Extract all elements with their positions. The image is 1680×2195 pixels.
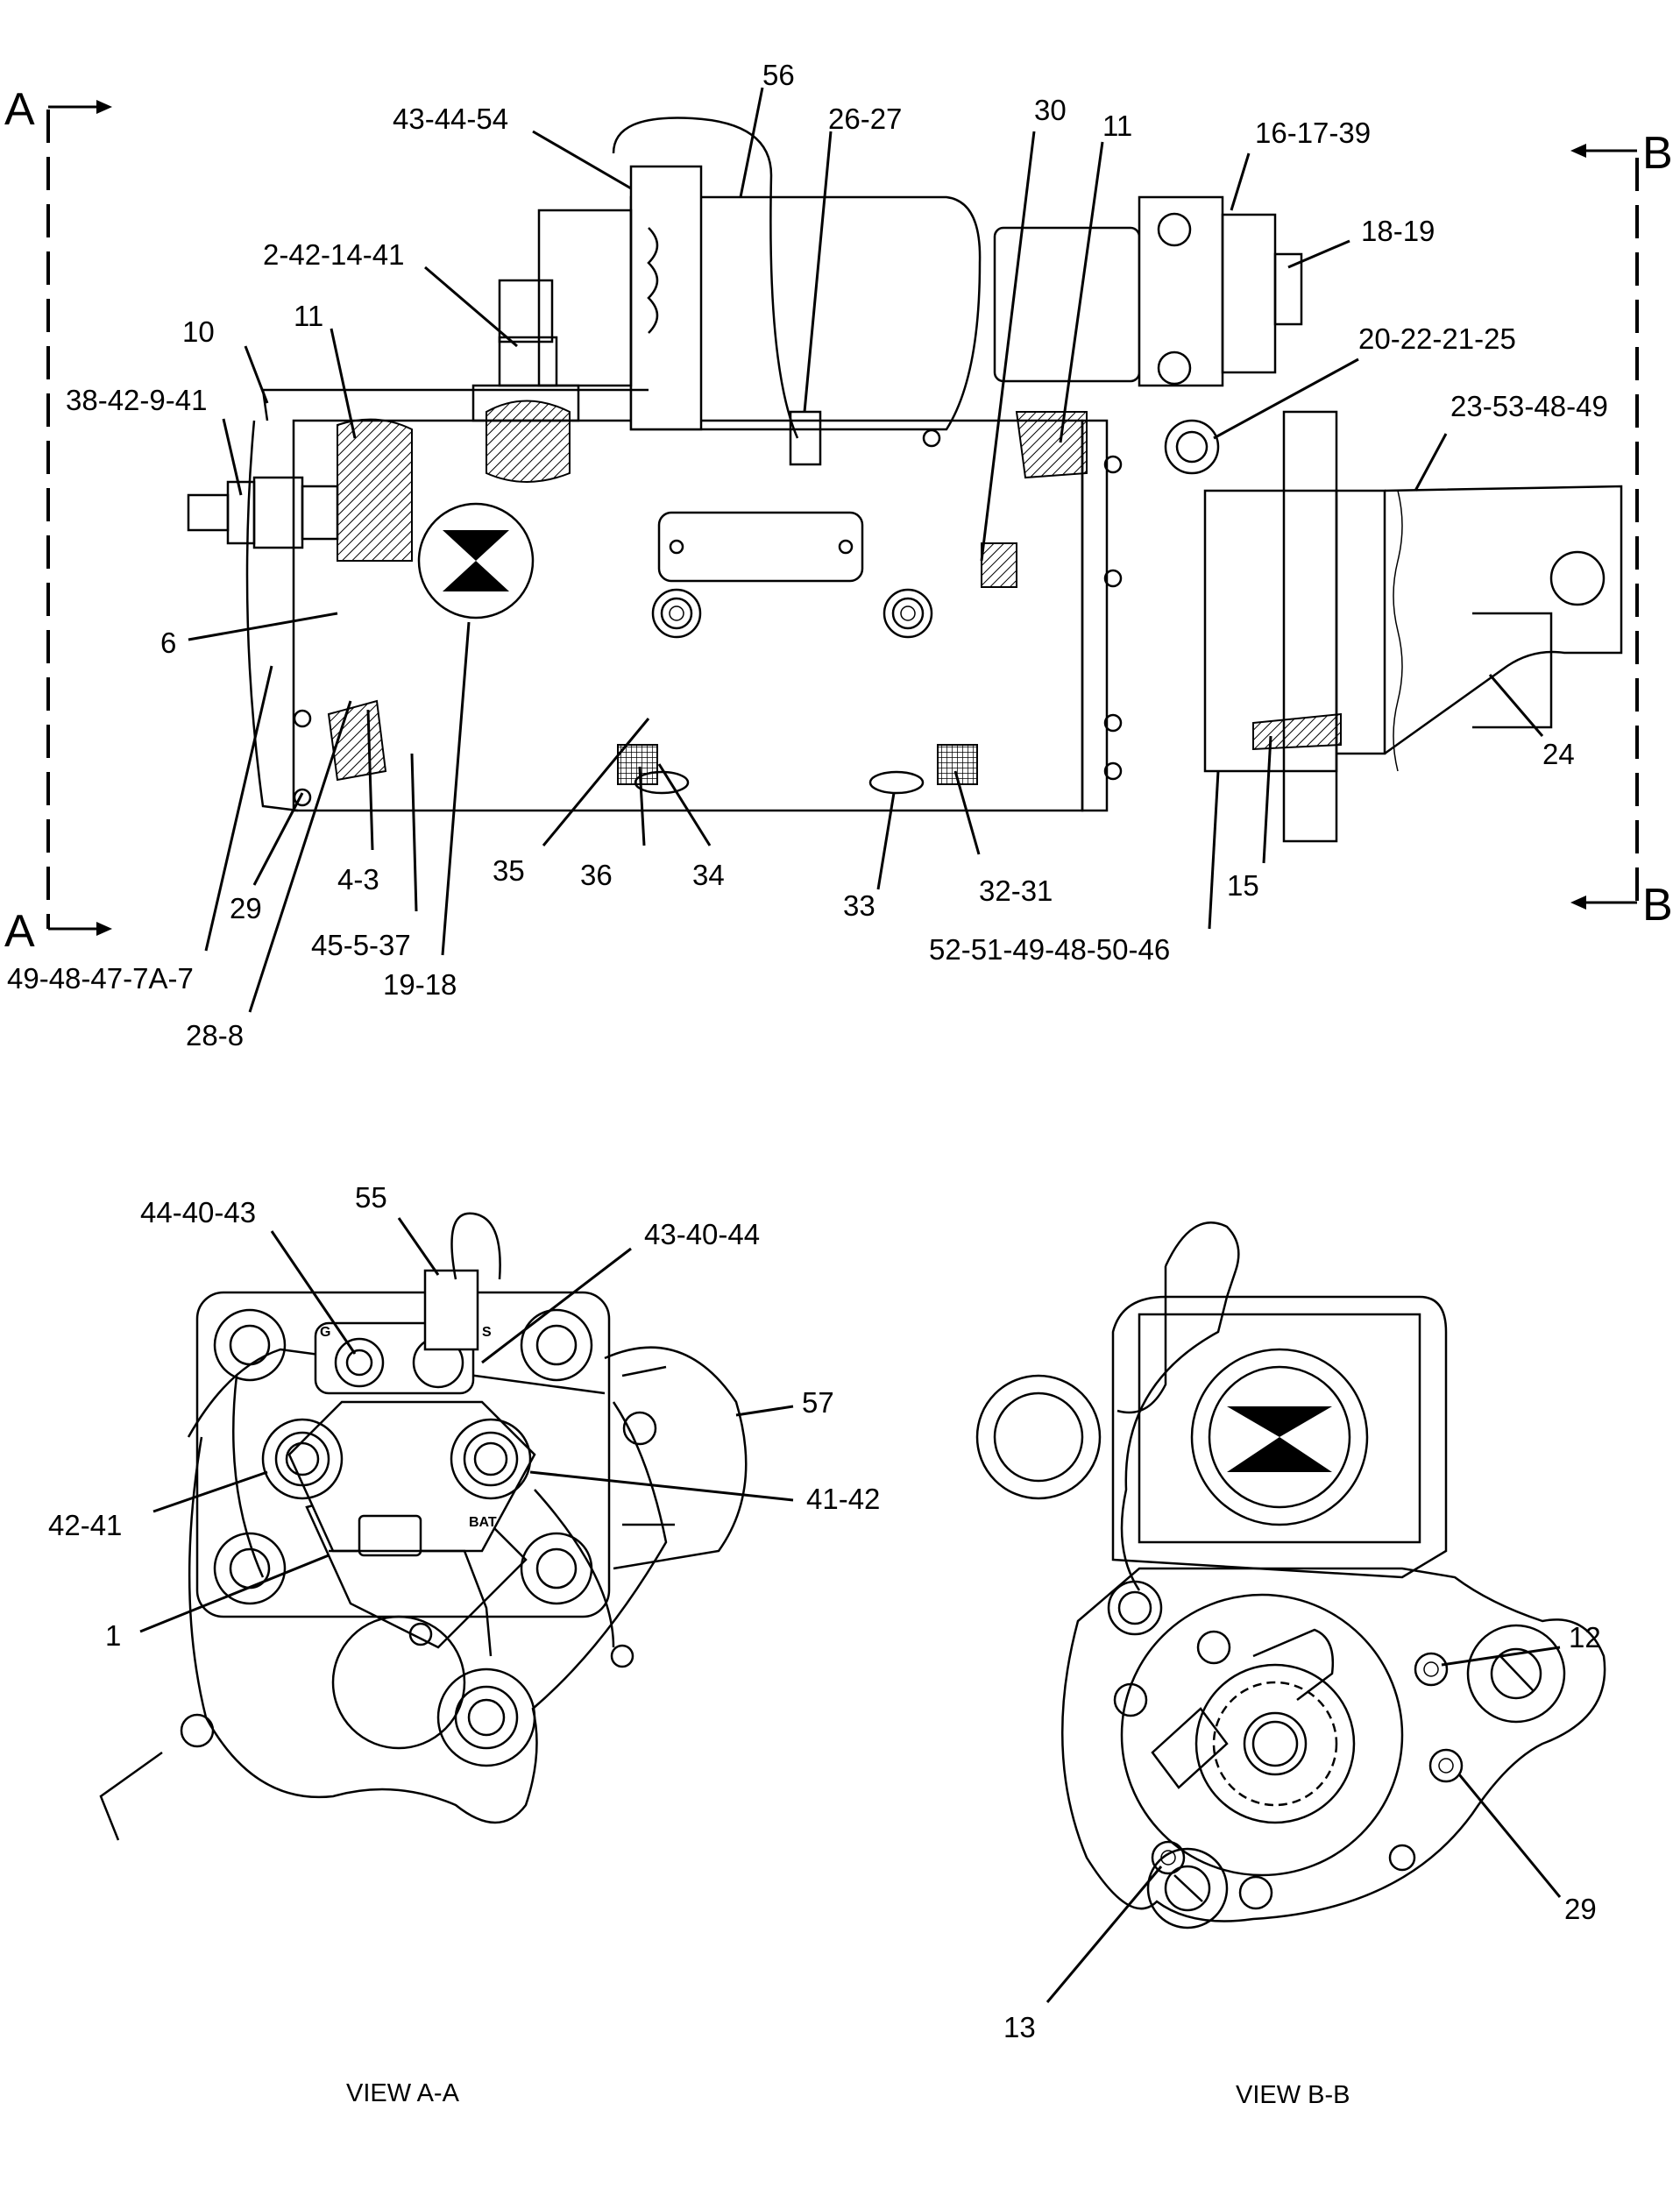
callout-20-22-21-25: 20-22-21-25: [1358, 322, 1516, 355]
s-terminal-nut: [334, 1337, 385, 1388]
section-b-top-label: B: [1642, 128, 1673, 179]
callout-4-3: 4-3: [337, 863, 379, 896]
view-b-screw-13: [1151, 1840, 1186, 1875]
view-a-title: VIEW A-A: [346, 2079, 460, 2107]
callout-26-27: 26-27: [828, 103, 902, 135]
callout-52-51-49-48-50-46: 52-51-49-48-50-46: [929, 933, 1170, 966]
callout-6: 6: [160, 627, 176, 659]
solenoid-body: [629, 195, 982, 431]
g-terminal-label: G: [320, 1325, 330, 1340]
section-marker-b: B B: [1570, 128, 1673, 931]
section-marker-a: A A: [4, 84, 112, 957]
view-a-wire: [534, 1489, 615, 1648]
callout-13: 13: [1003, 2011, 1036, 2043]
section-a-top-label: A: [4, 84, 35, 135]
callout-33: 33: [843, 889, 875, 922]
solenoid-cover: [195, 1291, 611, 1618]
callout-43-44-54: 43-44-54: [393, 103, 508, 135]
callout-12: 12: [1569, 1621, 1601, 1653]
nose-housing: [1120, 1593, 1404, 1877]
callout-15: 15: [1227, 869, 1259, 902]
callout-41-42: 41-42: [806, 1483, 880, 1515]
callout-44-40-43: 44-40-43: [140, 1196, 256, 1228]
view-b-drive-housing: [1061, 1567, 1606, 1922]
callout-42-41: 42-41: [48, 1509, 122, 1541]
bat-terminal: [450, 1418, 532, 1500]
mounting-flange: [1282, 410, 1338, 843]
pinion-shaft: [1243, 1711, 1308, 1776]
callout-29: 29: [230, 892, 262, 924]
drive-end-assembly: [993, 195, 1303, 475]
view-b-screw-29: [1428, 1748, 1464, 1783]
callout-2-42-14-41: 2-42-14-41: [263, 238, 404, 271]
callout-11-right: 11: [1102, 110, 1132, 142]
s-terminal-label: S: [482, 1325, 492, 1340]
view-b-drawing: [975, 1221, 1606, 1929]
callout-38-42-9-41: 38-42-9-41: [66, 384, 207, 416]
callout-30: 30: [1034, 94, 1067, 126]
callout-35: 35: [493, 854, 525, 887]
housing-screw-left: [651, 588, 702, 639]
housing-screw-right: [883, 588, 933, 639]
field-bracket: [1138, 195, 1224, 387]
callout-43-40-44: 43-40-44: [644, 1218, 760, 1250]
section-b-bottom-label: B: [1642, 880, 1673, 931]
callout-29-view-b: 29: [1564, 1893, 1597, 1925]
bat-terminal-label: BAT: [469, 1515, 497, 1530]
callout-1: 1: [105, 1619, 121, 1652]
callout-36: 36: [580, 859, 613, 891]
gear-ring: [975, 1374, 1102, 1500]
name-plate: [657, 511, 864, 583]
callout-23-53-48-49: 23-53-48-49: [1450, 390, 1608, 422]
view-a-callouts: 55 44-40-43 43-40-44 57 42-41 41-42 1: [48, 1181, 880, 1652]
view-b-callouts: 12 29 13: [1003, 1621, 1601, 2043]
view-b-title: VIEW B-B: [1236, 2081, 1350, 2109]
side-view-callouts: 56 43-44-54 26-27 30 11 16-17-39 18-19 2…: [7, 59, 1608, 1051]
side-view-drawing: [187, 117, 1623, 843]
solenoid-bracket: [629, 165, 703, 431]
callout-32-31: 32-31: [979, 874, 1053, 907]
brush-cap: [417, 502, 535, 620]
view-a-shaft-boss: [331, 1615, 466, 1750]
callout-55: 55: [355, 1181, 387, 1214]
callout-45-5-37: 45-5-37: [311, 929, 411, 961]
drive-housing: [1384, 485, 1623, 755]
callout-28-8: 28-8: [186, 1019, 244, 1051]
callout-19-18: 19-18: [383, 968, 457, 1001]
callout-49-48-47-7A-7: 49-48-47-7A-7: [7, 962, 194, 995]
terminal-stud-left: [187, 476, 339, 549]
section-a-bottom-label: A: [4, 906, 35, 957]
callout-16-17-39: 16-17-39: [1255, 117, 1371, 149]
callout-56: 56: [762, 59, 795, 91]
view-b-housing-top: [1111, 1295, 1448, 1579]
callout-57: 57: [802, 1386, 834, 1419]
callout-10: 10: [182, 315, 215, 348]
callout-34: 34: [692, 859, 725, 891]
callout-18-19: 18-19: [1361, 215, 1435, 247]
view-b-screw-12: [1414, 1652, 1449, 1687]
view-a-housing: [188, 1401, 668, 1824]
callout-11-left: 11: [294, 300, 323, 332]
side-wire: [261, 388, 649, 421]
view-b-brush-cap: [1190, 1348, 1369, 1526]
solenoid-wire: [612, 117, 799, 439]
motor-terminal-left: [261, 1418, 344, 1500]
view-a-drawing: G S BAT: [99, 1212, 748, 1841]
callout-24: 24: [1542, 738, 1575, 770]
